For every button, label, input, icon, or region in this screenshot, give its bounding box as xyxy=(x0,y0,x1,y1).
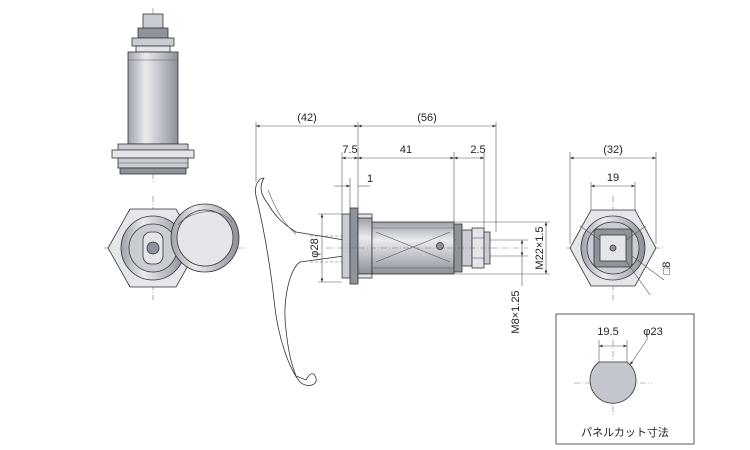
panel-cut-caption: パネルカット寸法 xyxy=(581,425,669,439)
dim-step: 1 xyxy=(367,173,373,185)
end-view xyxy=(566,152,665,300)
dim-overall-body: (56) xyxy=(417,112,437,124)
dim-overall-handle: (42) xyxy=(297,112,317,124)
dim-body-thread: M22×1.5 xyxy=(534,226,546,269)
side-view xyxy=(255,177,528,386)
dim-handle-diameter: φ28 xyxy=(309,238,321,257)
panel-cut-diameter: φ23 xyxy=(643,326,662,338)
dim-nut-length: 2.5 xyxy=(470,144,485,156)
panel-cutout-box xyxy=(555,313,695,445)
dim-end-flats: 19 xyxy=(607,172,619,184)
side-dimension-lines xyxy=(255,122,550,286)
dim-body-length: 41 xyxy=(400,144,412,156)
panel-cut-width: 19.5 xyxy=(597,326,618,338)
dim-end-width: (32) xyxy=(603,144,623,156)
dim-square: □8 xyxy=(661,262,673,275)
top-view xyxy=(111,8,195,182)
dim-flange-thickness: 7.5 xyxy=(342,144,357,156)
dim-shaft-thread: M8×1.25 xyxy=(510,290,522,333)
front-view xyxy=(104,196,246,300)
